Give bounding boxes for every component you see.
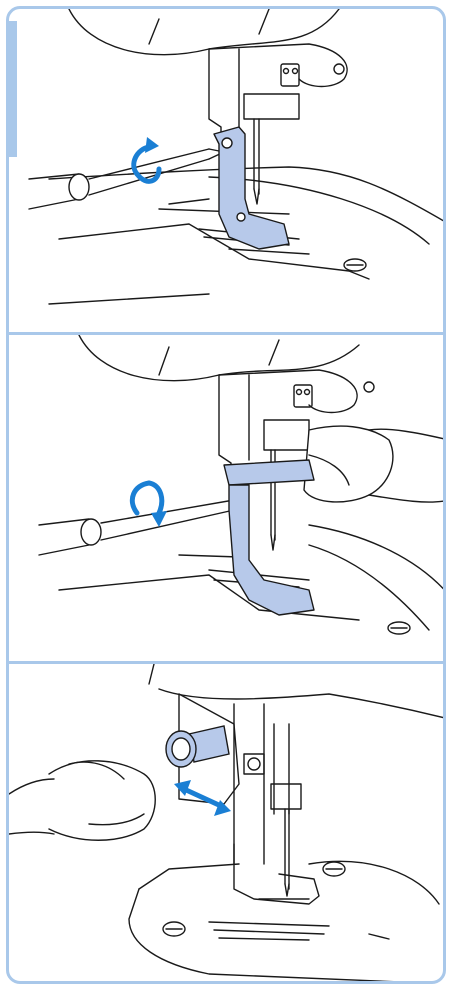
sewing-machine-illustration-2 [9, 335, 446, 661]
panel-step-2 [9, 335, 446, 661]
panel-step-1 [9, 9, 446, 332]
double-arrow-adjust-icon [174, 780, 231, 816]
illustration-frame [6, 6, 446, 984]
machine-head-outline [79, 335, 359, 381]
guide-adjustment-knob [166, 726, 229, 767]
machine-head-outline [159, 689, 446, 719]
panel-step-3 [9, 664, 446, 984]
machine-head-outline [69, 9, 339, 55]
presser-foot-part [214, 127, 289, 249]
sewing-machine-illustration-1 [9, 9, 446, 332]
sewing-machine-illustration-3 [9, 664, 446, 984]
screwdriver-tighten-arrow-icon [132, 483, 167, 527]
presser-foot-part [224, 460, 314, 615]
